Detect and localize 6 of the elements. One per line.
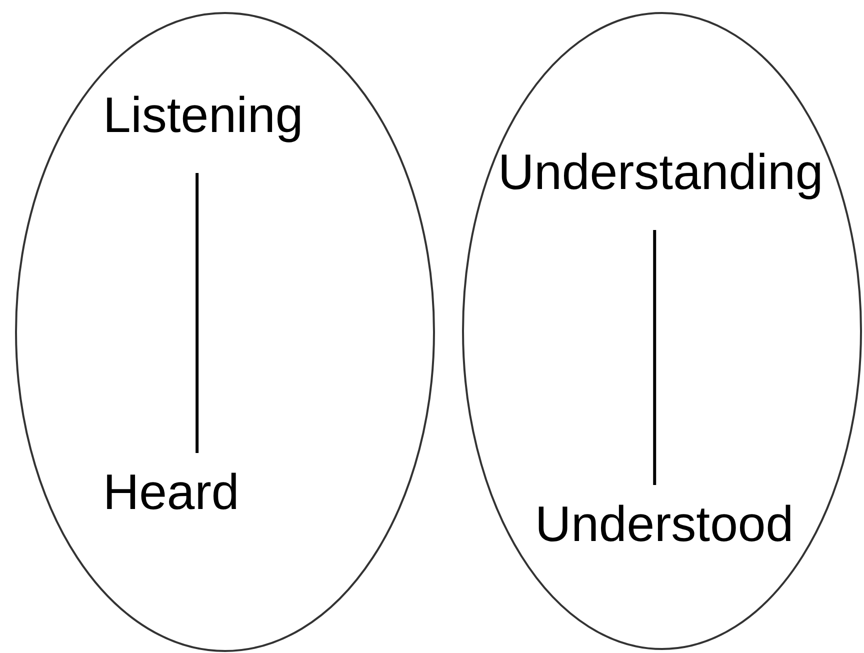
node-label: Understanding bbox=[498, 145, 824, 200]
connector-line bbox=[196, 173, 199, 453]
connector-line bbox=[653, 230, 656, 485]
node-label: Listening bbox=[103, 88, 304, 143]
node-label: Understood bbox=[535, 497, 794, 552]
node-label: Heard bbox=[103, 465, 240, 520]
